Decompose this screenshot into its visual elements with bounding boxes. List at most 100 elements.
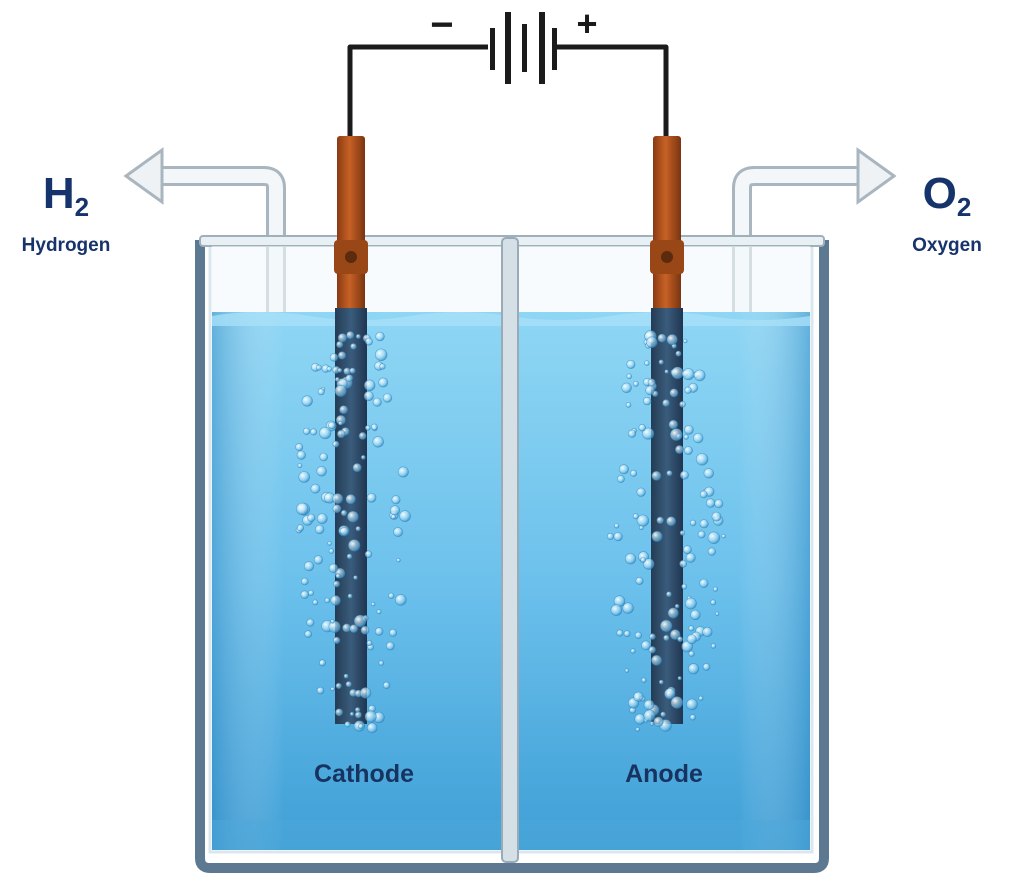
- bubble: [345, 681, 352, 688]
- bubble: [666, 334, 678, 346]
- bubble: [343, 367, 351, 375]
- bubble: [371, 601, 376, 607]
- bubble: [626, 359, 636, 369]
- bubble: [355, 333, 361, 339]
- bubble: [641, 640, 651, 651]
- bubble: [666, 516, 676, 527]
- bubble: [630, 648, 636, 654]
- bubble: [308, 589, 315, 596]
- bubble: [606, 532, 614, 540]
- bubble: [699, 578, 709, 588]
- bubble: [333, 636, 341, 644]
- bubble: [622, 602, 634, 614]
- bubble: [642, 558, 655, 570]
- bubble: [683, 545, 692, 555]
- tank-glass: [195, 240, 829, 873]
- bubble: [670, 696, 684, 709]
- bubble: [347, 510, 359, 523]
- cathode-label: Cathode: [314, 760, 414, 788]
- bubble: [332, 504, 342, 513]
- bubble: [340, 509, 348, 517]
- bubble: [317, 388, 325, 396]
- bubble: [657, 333, 667, 343]
- anode-label: Anode: [625, 760, 703, 788]
- bubble: [681, 583, 688, 590]
- oxygen-outlet-tube: [732, 147, 897, 312]
- bubble: [330, 595, 341, 606]
- bubble: [313, 555, 324, 565]
- bubble: [393, 527, 403, 537]
- bubble: [297, 463, 303, 468]
- bubble: [319, 452, 329, 462]
- bubble: [645, 385, 655, 396]
- bubble: [668, 419, 678, 430]
- bubble: [396, 557, 401, 563]
- right-wire: [556, 44, 669, 140]
- bubble: [303, 561, 315, 572]
- bubble: [636, 514, 650, 527]
- bubble: [688, 663, 700, 675]
- bubble: [376, 609, 382, 615]
- left-wire: [347, 44, 488, 140]
- bubble: [382, 393, 393, 403]
- bubble: [300, 590, 309, 599]
- hydrogen-arrow-icon: [123, 147, 164, 205]
- bubble: [333, 580, 340, 588]
- bubble: [339, 526, 349, 536]
- bubble: [666, 591, 672, 598]
- bubble: [334, 376, 340, 382]
- bubble: [635, 576, 644, 585]
- bubble: [335, 573, 341, 579]
- bubble: [707, 547, 717, 556]
- bubble: [382, 681, 391, 689]
- bubble: [633, 380, 639, 387]
- bubble: [683, 434, 689, 440]
- bubble: [337, 367, 343, 373]
- bubble: [345, 374, 354, 382]
- bubble: [327, 541, 332, 546]
- bubble: [364, 550, 373, 558]
- bubble: [330, 619, 335, 624]
- bubble: [358, 723, 364, 729]
- bubble: [379, 363, 386, 370]
- bubble: [699, 490, 708, 499]
- bubble: [349, 367, 356, 374]
- bubble: [301, 395, 313, 407]
- bubble: [705, 498, 716, 508]
- bubble: [355, 526, 361, 532]
- bubble: [399, 510, 411, 522]
- hydrogen-outlet-tube: [123, 147, 286, 312]
- bubble: [689, 714, 696, 721]
- bubble: [712, 586, 718, 592]
- bubble: [366, 492, 377, 503]
- bubble: [614, 523, 620, 529]
- bubble: [353, 575, 358, 580]
- bubble: [679, 400, 686, 408]
- bubble: [316, 513, 328, 524]
- bubble: [702, 663, 711, 671]
- tank-divider: [501, 237, 519, 863]
- hydrogen-label: H2 Hydrogen: [10, 172, 122, 257]
- circuit: − +: [347, 3, 669, 140]
- bubble: [389, 505, 401, 516]
- bubble: [625, 402, 632, 408]
- bubble: [642, 427, 655, 440]
- bubble: [677, 676, 682, 681]
- bubble: [635, 727, 640, 732]
- bubble: [624, 553, 637, 565]
- oxygen-name: Oxygen: [912, 235, 982, 256]
- bubble: [660, 711, 666, 718]
- bubble: [662, 399, 670, 407]
- bubble: [318, 659, 326, 667]
- bubble: [707, 531, 721, 544]
- battery-positive-symbol: +: [576, 3, 597, 44]
- bubble: [669, 428, 683, 441]
- bubble: [328, 548, 335, 554]
- bubble: [346, 553, 353, 560]
- bubble: [618, 464, 629, 475]
- bubble: [663, 634, 670, 642]
- bubble: [648, 646, 656, 654]
- battery-icon: [490, 12, 557, 84]
- bubble: [364, 710, 377, 723]
- bubble: [677, 636, 683, 643]
